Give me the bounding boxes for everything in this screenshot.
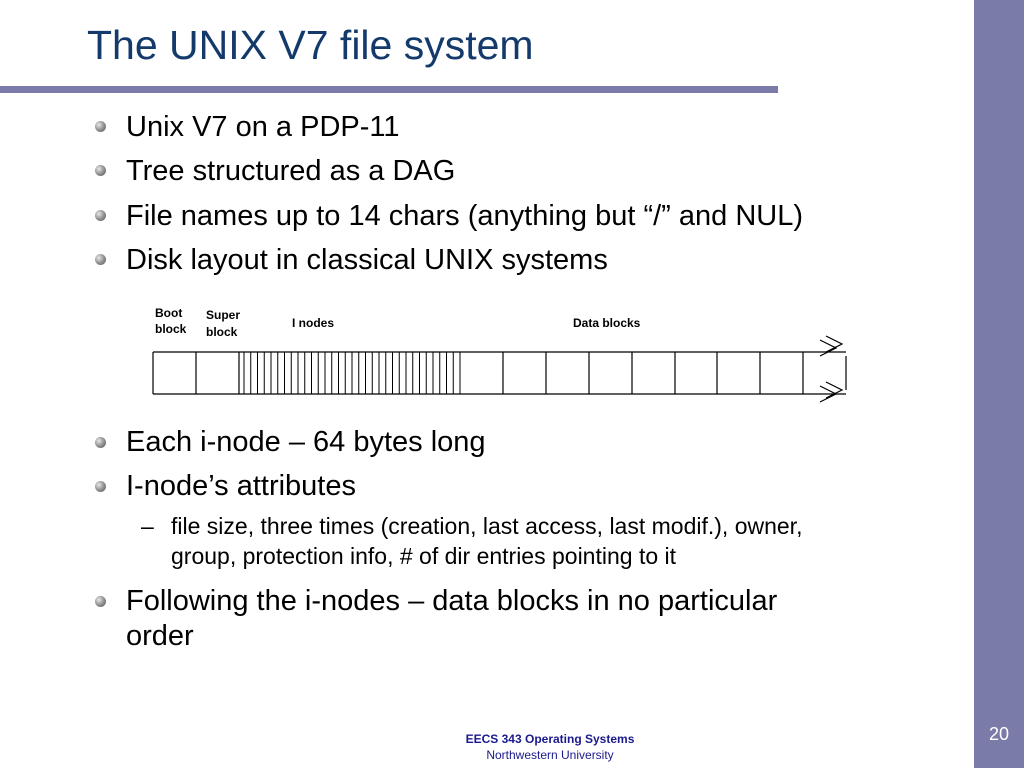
boot-label-line1: Boot [155,306,182,320]
bullet-dot-icon [95,121,106,132]
super-label-line2: block [206,325,238,339]
bullet-unix-v7: Unix V7 on a PDP-11 [126,111,400,143]
bullet-inode-size: Each i-node – 64 bytes long [126,426,486,458]
inodes-label: I nodes [292,316,334,330]
bullet-inode-attributes: I-node’s attributes [126,470,356,502]
bullet-disk-layout: Disk layout in classical UNIX systems [126,244,608,276]
sub-bullet-line2: group, protection info, # of dir entries… [171,543,677,569]
bullet-dot-icon [95,481,106,492]
data-block-dividers [502,352,804,394]
bullet-tree-structured: Tree structured as a DAG [126,155,456,187]
data-blocks-label: Data blocks [573,316,641,330]
inode-dividers [243,352,461,394]
boot-label-line2: block [155,322,187,336]
sub-bullet-dash: – [141,513,154,539]
bullet-dot-icon [95,165,106,176]
slide-title: The UNIX V7 file system [87,22,534,68]
bullet-dot-icon [95,254,106,265]
page-number: 20 [988,724,1010,744]
bullet-dot-icon [95,210,106,221]
title-underline [0,86,778,93]
break-mark-icon [819,335,844,403]
footer-university: Northwestern University [486,748,614,762]
bullet-file-names: File names up to 14 chars (anything but … [126,200,803,232]
bullet-dot-icon [95,596,106,607]
right-sidebar-bar [974,0,1024,768]
bullet-data-blocks-line2: order [126,620,194,652]
sub-bullet-line1: file size, three times (creation, last a… [171,513,803,539]
bullet-data-blocks-line1: Following the i-nodes – data blocks in n… [126,585,778,617]
bullet-dot-icon [95,437,106,448]
super-label-line1: Super [206,308,240,322]
footer-course: EECS 343 Operating Systems [465,732,635,746]
